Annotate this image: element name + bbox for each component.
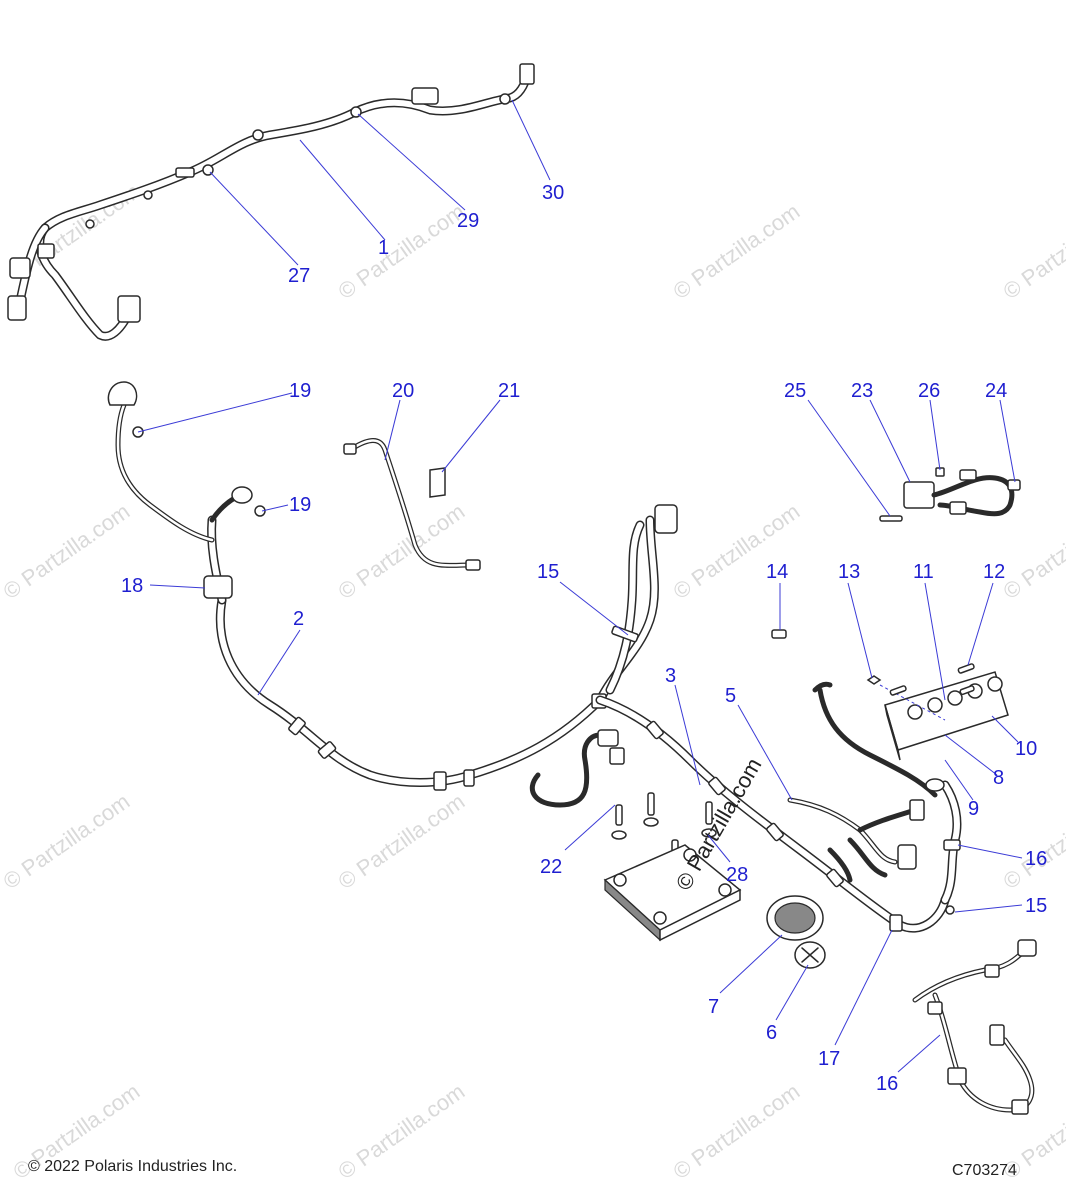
relay-group xyxy=(879,467,1021,522)
callout-6: 6 xyxy=(766,1022,777,1044)
callout-18: 18 xyxy=(121,575,143,597)
callout-10: 10 xyxy=(1015,738,1037,760)
watermark: © Partzilla.com xyxy=(334,199,470,305)
callout-20: 20 xyxy=(392,380,414,402)
callout-5: 5 xyxy=(725,685,736,707)
callout-17: 17 xyxy=(818,1048,840,1070)
drawing-number: C703274 xyxy=(952,1162,1017,1179)
callout-16-upper: 16 xyxy=(1025,848,1047,870)
callout-14: 14 xyxy=(766,561,788,583)
copyright-notice: © 2022 Polaris Industries Inc. xyxy=(28,1158,238,1175)
callout-13: 13 xyxy=(838,561,860,583)
callout-19-upper: 19 xyxy=(289,380,311,402)
watermark: © Partzilla.com xyxy=(669,199,805,305)
callout-23: 23 xyxy=(851,380,873,402)
callout-26: 26 xyxy=(918,380,940,402)
callout-22: 22 xyxy=(540,856,562,878)
watermark: © Partzilla.com xyxy=(0,499,134,605)
watermark: © Partzilla.com xyxy=(669,499,805,605)
harness-3 xyxy=(595,695,962,933)
callout-28: 28 xyxy=(726,864,748,886)
callout-25: 25 xyxy=(784,380,806,402)
callout-30: 30 xyxy=(542,182,564,204)
main-harness xyxy=(107,381,678,791)
callout-19-lower: 19 xyxy=(289,494,311,516)
callout-16-lower: 16 xyxy=(876,1073,898,1095)
watermarks: © Partzilla.com © Partzilla.com © Partzi… xyxy=(0,179,1066,1185)
callout-12: 12 xyxy=(983,561,1005,583)
callout-24: 24 xyxy=(985,380,1007,402)
misc-parts xyxy=(132,426,1037,1115)
watermark: © Partzilla.com xyxy=(334,789,470,895)
upper-harness xyxy=(7,63,535,341)
callout-11: 11 xyxy=(913,561,934,583)
callout-15-upper: 15 xyxy=(537,561,559,583)
watermark: © Partzilla.com xyxy=(999,499,1066,605)
callout-7: 7 xyxy=(708,996,719,1018)
callouts: 1 2 3 5 6 7 8 9 10 11 12 13 14 15 15 15 … xyxy=(121,182,1047,1095)
callout-15-right: 15 xyxy=(1025,895,1047,917)
callout-8: 8 xyxy=(993,767,1004,789)
callout-27: 27 xyxy=(288,265,310,287)
callout-9: 9 xyxy=(968,798,979,820)
callout-2: 2 xyxy=(293,608,304,630)
watermark: © Partzilla.com xyxy=(999,789,1066,895)
callout-3: 3 xyxy=(665,665,676,687)
watermark: © Partzilla.com xyxy=(999,199,1066,305)
watermark: © Partzilla.com xyxy=(0,789,134,895)
watermark: © Partzilla.com xyxy=(334,1079,470,1185)
callout-29: 29 xyxy=(457,210,479,232)
callout-1: 1 xyxy=(378,237,389,259)
fuse-box xyxy=(812,663,1009,798)
watermark: © Partzilla.com xyxy=(669,1079,805,1185)
callout-21: 21 xyxy=(498,380,520,402)
watermark: © Partzilla.com xyxy=(334,499,470,605)
leader-lines xyxy=(137,99,1023,1073)
